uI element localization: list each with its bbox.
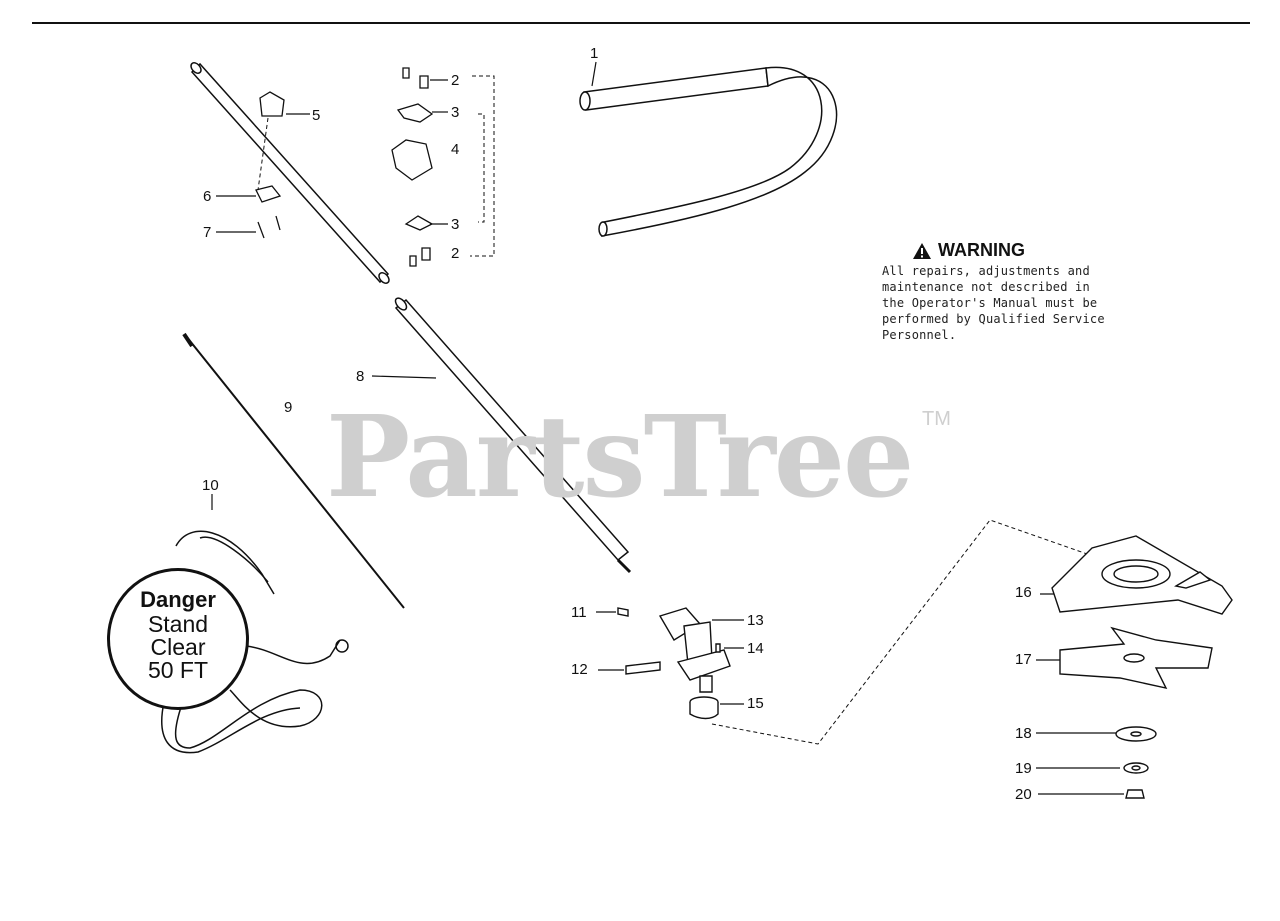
dashed-leaders [257,75,1111,745]
callout-11: 11 [571,604,587,621]
callout-6: 6 [203,188,212,205]
warning-text: All repairs, adjustments and maintenance… [882,264,1105,342]
upper-shaft [190,62,390,284]
handle-bar [579,66,838,237]
washers [1115,726,1157,799]
sign-line-2: Stand [147,611,209,637]
callout-2-lower: 2 [451,245,460,262]
sign-line-3: Clear [150,634,206,660]
drive-cable [182,332,405,609]
warning-title: WARNING [938,240,1025,260]
blade [1059,626,1213,689]
lower-shaft [394,297,632,574]
danger-sign: Danger Stand Clear 50 FT [107,568,249,710]
warning-notice: WARNING All repairs, adjustments and mai… [882,240,1112,343]
callout-12: 12 [571,661,588,678]
callout-16: 16 [1015,584,1032,601]
callout-15: 15 [747,695,764,712]
callout-10: 10 [202,477,219,494]
callout-3-upper: 3 [451,104,460,121]
callout-20: 20 [1015,786,1032,803]
blade-guard [1051,535,1233,615]
watermark-trademark: TM [922,408,951,430]
sign-line-4: 50 FT [147,657,209,683]
hardware-top [255,67,434,267]
gearhead [617,607,731,720]
leader-lines [211,61,1124,795]
callout-13: 13 [747,612,764,629]
callout-19: 19 [1015,760,1032,777]
header-rule [32,22,1250,24]
callout-17: 17 [1015,651,1032,668]
callout-3-lower: 3 [451,216,460,233]
watermark-logo: PartsTree [326,392,914,523]
callout-5: 5 [312,107,321,124]
callout-7: 7 [203,224,212,241]
callout-18: 18 [1015,725,1032,742]
harness-strap [161,530,349,754]
callout-4: 4 [451,141,460,158]
callout-1: 1 [590,45,599,62]
warning-triangle-icon [913,242,931,259]
callout-2-upper: 2 [451,72,460,89]
callout-8: 8 [356,368,365,385]
callout-9: 9 [284,399,293,416]
sign-line-1: Danger [140,587,216,612]
callout-14: 14 [747,640,764,657]
